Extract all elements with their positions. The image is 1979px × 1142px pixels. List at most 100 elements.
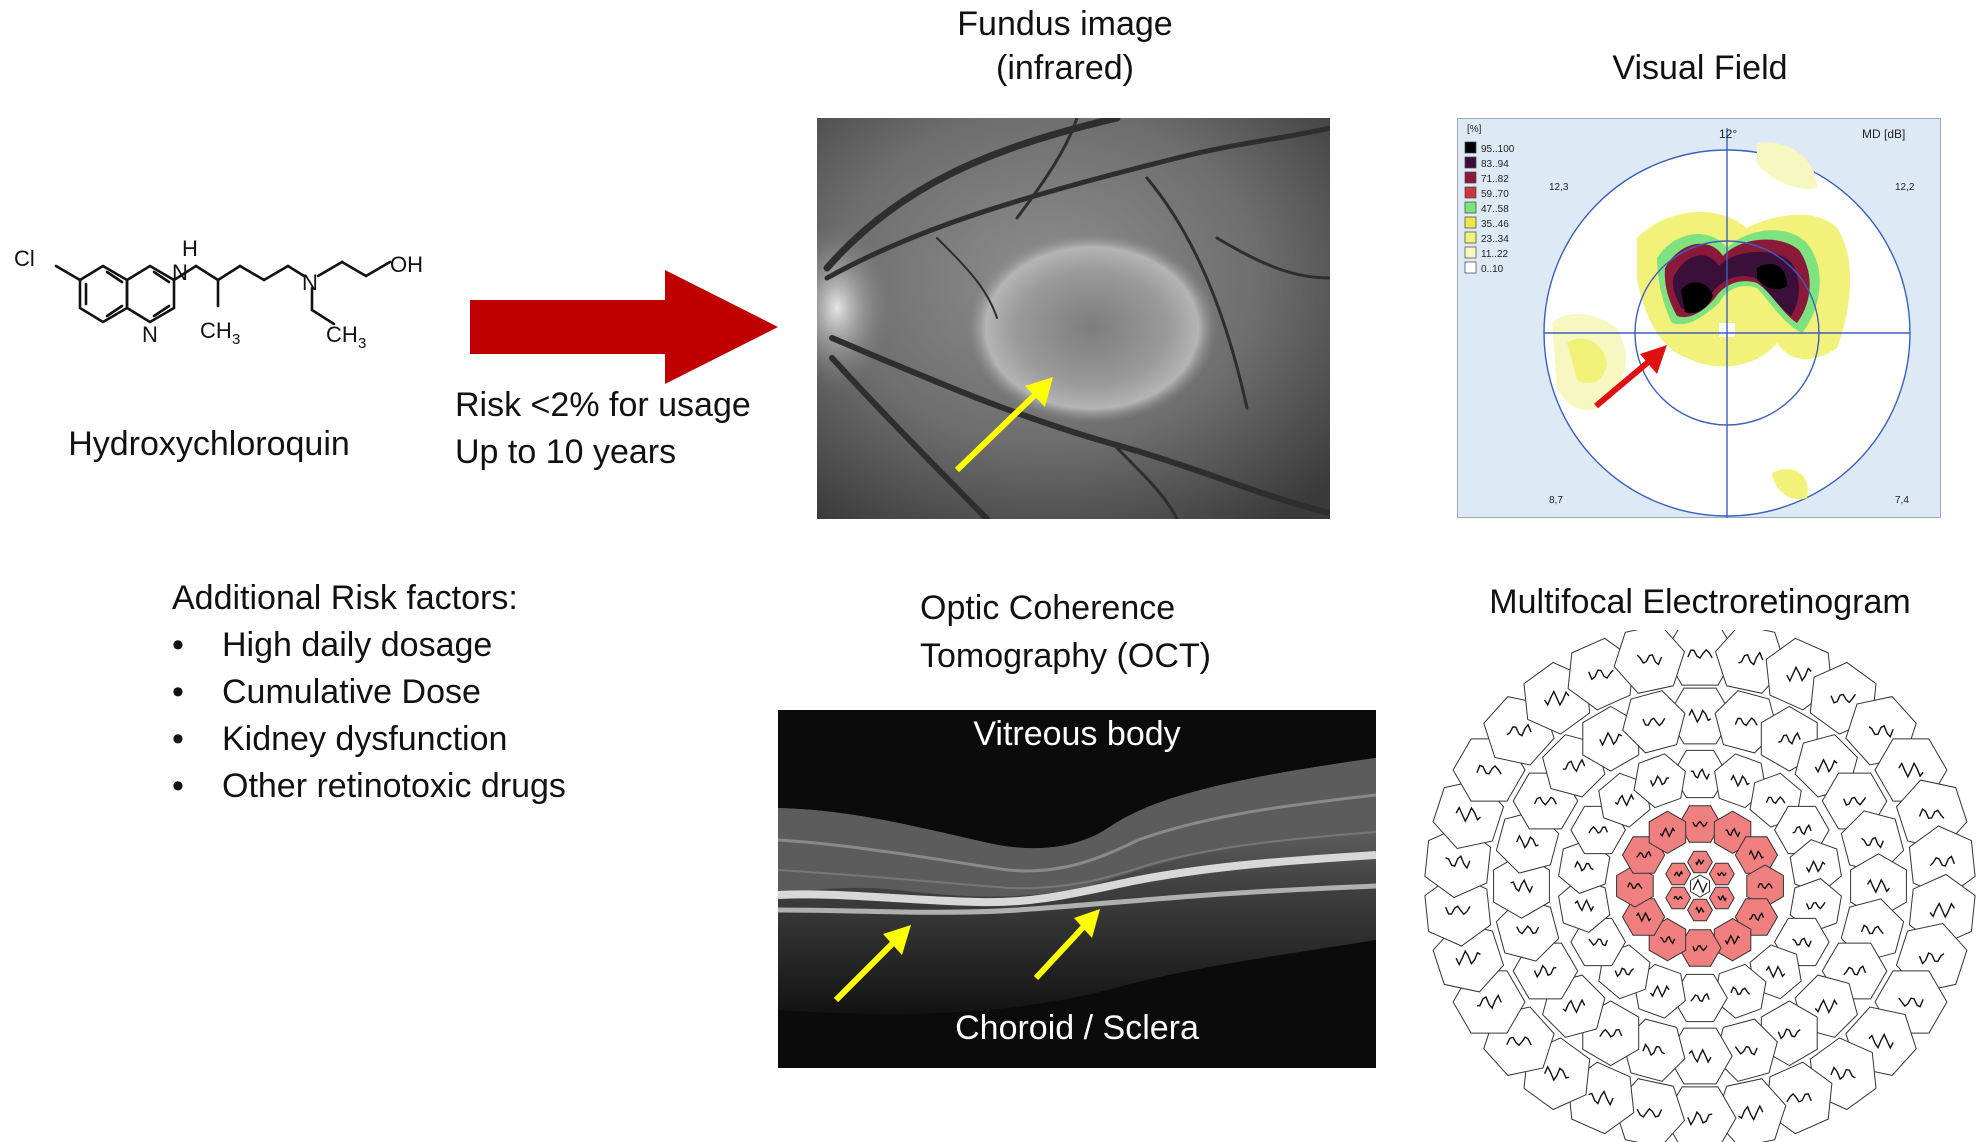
mferg-trace — [1516, 925, 1540, 935]
molecule-name: Hydroxychloroquin — [68, 425, 350, 463]
mferg-cell — [1613, 630, 1686, 694]
mferg-trace — [1814, 998, 1838, 1014]
atom-oh: OH — [390, 252, 423, 277]
risk-line-1: Risk <2% for usage — [455, 386, 751, 424]
vf-legend-swatch — [1464, 171, 1477, 184]
vf-corner-bl: 8,7 — [1549, 495, 1563, 506]
mferg-cell — [1708, 862, 1735, 886]
mferg-trace — [1599, 731, 1623, 747]
mferg-trace — [1506, 1036, 1532, 1047]
mferg-trace — [1455, 806, 1481, 823]
mferg-trace — [1562, 758, 1586, 773]
mferg-trace — [1543, 1065, 1570, 1082]
mferg-trace — [1476, 764, 1502, 775]
mferg-trace — [1692, 820, 1708, 828]
mferg-trace — [1673, 870, 1684, 878]
mferg-trace — [1533, 964, 1557, 979]
vf-legend-swatch — [1464, 261, 1477, 274]
mferg-trace — [1588, 669, 1614, 681]
mferg-trace — [1843, 965, 1867, 976]
mferg-trace — [1688, 1048, 1712, 1064]
risk-factor-item: •High daily dosage — [172, 626, 493, 664]
mferg-cell — [1665, 886, 1692, 910]
vf-legend-swatch — [1464, 216, 1477, 229]
mferg-cell — [1622, 690, 1686, 754]
atom-ch3-a: CH — [200, 318, 232, 343]
mferg-trace — [1860, 924, 1884, 935]
mferg-trace — [1805, 859, 1826, 874]
vf-defect-region — [1772, 469, 1808, 500]
hydroxychloroquine-structure: Cl H N N CH 3 N CH 3 OH — [14, 236, 423, 352]
vf-legend-label: 59..70 — [1481, 189, 1509, 200]
atom-ch3-b-sub: 3 — [358, 335, 366, 352]
vf-corner-br: 7,4 — [1895, 495, 1909, 506]
mferg-trace — [1918, 952, 1945, 965]
mferg-trace — [1642, 717, 1666, 727]
mferg-trace — [1738, 651, 1764, 666]
mferg-trace — [1929, 901, 1955, 919]
mferg-trace — [1765, 965, 1786, 979]
mferg-trace — [1444, 905, 1471, 916]
vf-corner-tl: 12,3 — [1549, 182, 1569, 193]
mferg-trace — [1748, 911, 1765, 922]
mferg-trace — [1692, 878, 1708, 894]
mferg-trace — [1867, 878, 1890, 894]
mferg-trace — [1635, 850, 1652, 859]
atom-nh-n: N — [172, 260, 188, 285]
atom-n-ring: N — [142, 322, 158, 347]
mferg-trace — [1614, 967, 1635, 978]
vf-legend-label: 23..34 — [1481, 234, 1509, 245]
mferg-trace — [1734, 1046, 1758, 1056]
oct-top-label: Vitreous body — [973, 715, 1181, 753]
mferg-trace — [1734, 717, 1758, 727]
mferg-trace — [1659, 935, 1676, 945]
mferg-trace — [1830, 693, 1856, 704]
mferg-trace — [1765, 796, 1786, 805]
risk-factor-item: •Cumulative Dose — [172, 673, 481, 711]
fundus-title-line-1: Fundus image — [957, 5, 1173, 43]
red-arrow-icon — [1640, 345, 1667, 374]
mferg-trace — [1929, 855, 1956, 867]
yellow-arrow-icon — [1025, 377, 1053, 407]
mferg-trace — [1562, 998, 1586, 1014]
oct-image: Vitreous body Choroid / Sclera — [778, 710, 1376, 1068]
risk-factor-item: •Kidney dysfunction — [172, 720, 508, 758]
mferg-trace — [1614, 793, 1635, 807]
vf-defect-region — [1567, 338, 1607, 384]
mferg-trace — [1717, 894, 1727, 902]
vf-angle: 12° — [1719, 127, 1737, 141]
atom-cl: Cl — [14, 246, 35, 271]
mferg-trace — [1918, 808, 1945, 819]
mferg-trace — [1805, 901, 1826, 910]
mferg-trace — [1724, 934, 1741, 946]
vf-legend-swatch — [1464, 201, 1477, 214]
mferg-trace — [1898, 761, 1924, 779]
atom-ch3-b: CH — [326, 322, 358, 347]
fundus-title-line-2: (infrared) — [996, 49, 1134, 87]
mferg-trace — [1533, 796, 1557, 806]
mferg-trace — [1868, 1032, 1894, 1050]
vf-legend-label: 0..10 — [1481, 264, 1504, 275]
mferg-trace — [1627, 881, 1643, 890]
risk-factor-item: •Other retinotoxic drugs — [172, 767, 566, 805]
mferg-trace — [1635, 911, 1652, 923]
oct-arrow-right-icon — [1074, 909, 1100, 938]
mferg-trace — [1786, 665, 1812, 683]
vf-legend-swatch — [1464, 231, 1477, 244]
mferg-trace — [1510, 878, 1534, 894]
mferg-trace — [1792, 823, 1812, 836]
vf-legend-label: 83..94 — [1481, 159, 1509, 170]
mferg-trace — [1730, 986, 1751, 995]
oct-title-line-1: Optic Coherence — [920, 589, 1176, 627]
vf-defect-region — [1757, 142, 1817, 189]
vf-legend-label: 35..46 — [1481, 219, 1509, 230]
mferg-trace — [1730, 773, 1750, 788]
mferg-trace — [1843, 796, 1867, 807]
mferg-trace — [1716, 871, 1727, 877]
vf-legend-swatch — [1464, 156, 1477, 169]
visual-field-title: Visual Field — [1612, 49, 1788, 87]
vf-legend-label: 71..82 — [1481, 174, 1509, 185]
atom-ch3-a-sub: 3 — [232, 331, 240, 348]
oct-bottom-label: Choroid / Sclera — [955, 1009, 1199, 1047]
vf-legend-label: 11..22 — [1481, 249, 1508, 260]
